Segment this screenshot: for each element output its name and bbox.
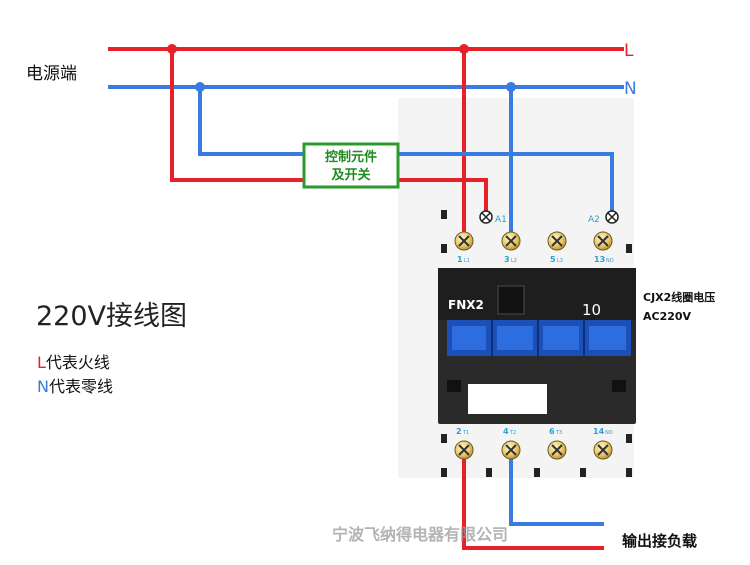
bottom-terminal-4-sub: T2 bbox=[509, 430, 516, 436]
top-terminal-1 bbox=[454, 231, 474, 251]
contactor-window bbox=[497, 285, 525, 315]
control-to-a1-wire bbox=[398, 178, 488, 212]
line-L-label: L bbox=[624, 41, 634, 61]
bottom-terminal-4 bbox=[501, 440, 521, 460]
top-terminal-3-num: 3 bbox=[504, 255, 510, 264]
contactor-rating: 10 bbox=[582, 301, 601, 319]
bottom-terminal-14-num: 14 bbox=[593, 427, 605, 436]
top-terminal-1-num: 1 bbox=[457, 255, 463, 264]
bottom-terminal-2-sub: T1 bbox=[462, 430, 469, 436]
top-terminal-5-num: 5 bbox=[550, 255, 556, 264]
bottom-terminal-6-sub: T3 bbox=[555, 430, 562, 436]
top-terminal-3-sub: L2 bbox=[511, 258, 517, 264]
top-terminal-13-sub: NO bbox=[606, 258, 614, 264]
coil-voltage-title: CJX2线圈电压 bbox=[643, 290, 715, 304]
contactor-lower-tab-right bbox=[612, 380, 626, 392]
junction-dot bbox=[167, 44, 177, 54]
junction-dot bbox=[459, 44, 469, 54]
contactor-upper-band bbox=[438, 268, 636, 320]
coil-voltage-value: AC220V bbox=[643, 310, 692, 323]
top-terminal-13-num: 13 bbox=[594, 255, 605, 264]
mount-tabs-bottom bbox=[441, 434, 632, 477]
legend-live: L代表火线 bbox=[37, 353, 110, 372]
top-terminal-3 bbox=[501, 231, 521, 251]
line-N-label: N bbox=[624, 79, 637, 99]
coil-a1-label: A1 bbox=[495, 215, 507, 225]
contactor-blue-dividers bbox=[491, 320, 585, 356]
control-element-box bbox=[302, 142, 400, 189]
legend-neutral-text: 代表零线 bbox=[49, 377, 113, 396]
legend-live-text: 代表火线 bbox=[46, 353, 110, 372]
mount-tabs-top bbox=[441, 210, 632, 253]
legend-live-letter: L bbox=[37, 353, 46, 372]
control-box-label-2: 及开关 bbox=[331, 167, 370, 183]
control-box-label-1: 控制元件 bbox=[325, 149, 377, 165]
bottom-terminal-6 bbox=[547, 440, 567, 460]
top-terminal-5 bbox=[547, 231, 567, 251]
bottom-terminal-14 bbox=[593, 440, 613, 460]
live-to-control-wire bbox=[170, 49, 306, 182]
junction-dot bbox=[506, 82, 516, 92]
coil-terminal-a1 bbox=[479, 210, 493, 224]
company-watermark: 宁波飞纳得电器有限公司 bbox=[332, 525, 508, 544]
neutral-to-control-wire bbox=[198, 87, 306, 156]
bottom-terminal-14-sub: NO bbox=[605, 430, 613, 436]
bottom-terminal-2-num: 2 bbox=[456, 427, 462, 436]
contactor-model: FNX2 bbox=[448, 298, 484, 312]
bottom-terminal-4-num: 4 bbox=[503, 427, 509, 436]
output-load-label: 输出接负载 bbox=[622, 532, 697, 550]
output-wire-blue bbox=[509, 455, 604, 526]
coil-a2-label: A2 bbox=[588, 215, 600, 225]
top-terminal-5-sub: L3 bbox=[557, 258, 563, 264]
coil-terminal-a2 bbox=[605, 210, 619, 224]
top-terminal-1-sub: L1 bbox=[464, 258, 470, 264]
output-wire-red bbox=[462, 455, 604, 550]
legend-neutral: N代表零线 bbox=[37, 377, 113, 396]
diagram-title: 220V接线图 bbox=[36, 301, 187, 332]
top-terminal-13 bbox=[593, 231, 613, 251]
contactor-lower-tab-left bbox=[447, 380, 461, 392]
junction-dot bbox=[195, 82, 205, 92]
bottom-terminal-2 bbox=[454, 440, 474, 460]
contactor-nameplate bbox=[468, 384, 547, 414]
legend-neutral-letter: N bbox=[37, 377, 49, 396]
control-to-a2-wire bbox=[398, 152, 614, 212]
bottom-terminal-6-num: 6 bbox=[549, 427, 555, 436]
contactor-blue-lights bbox=[452, 326, 626, 350]
power-source-label: 电源端 bbox=[26, 64, 77, 84]
